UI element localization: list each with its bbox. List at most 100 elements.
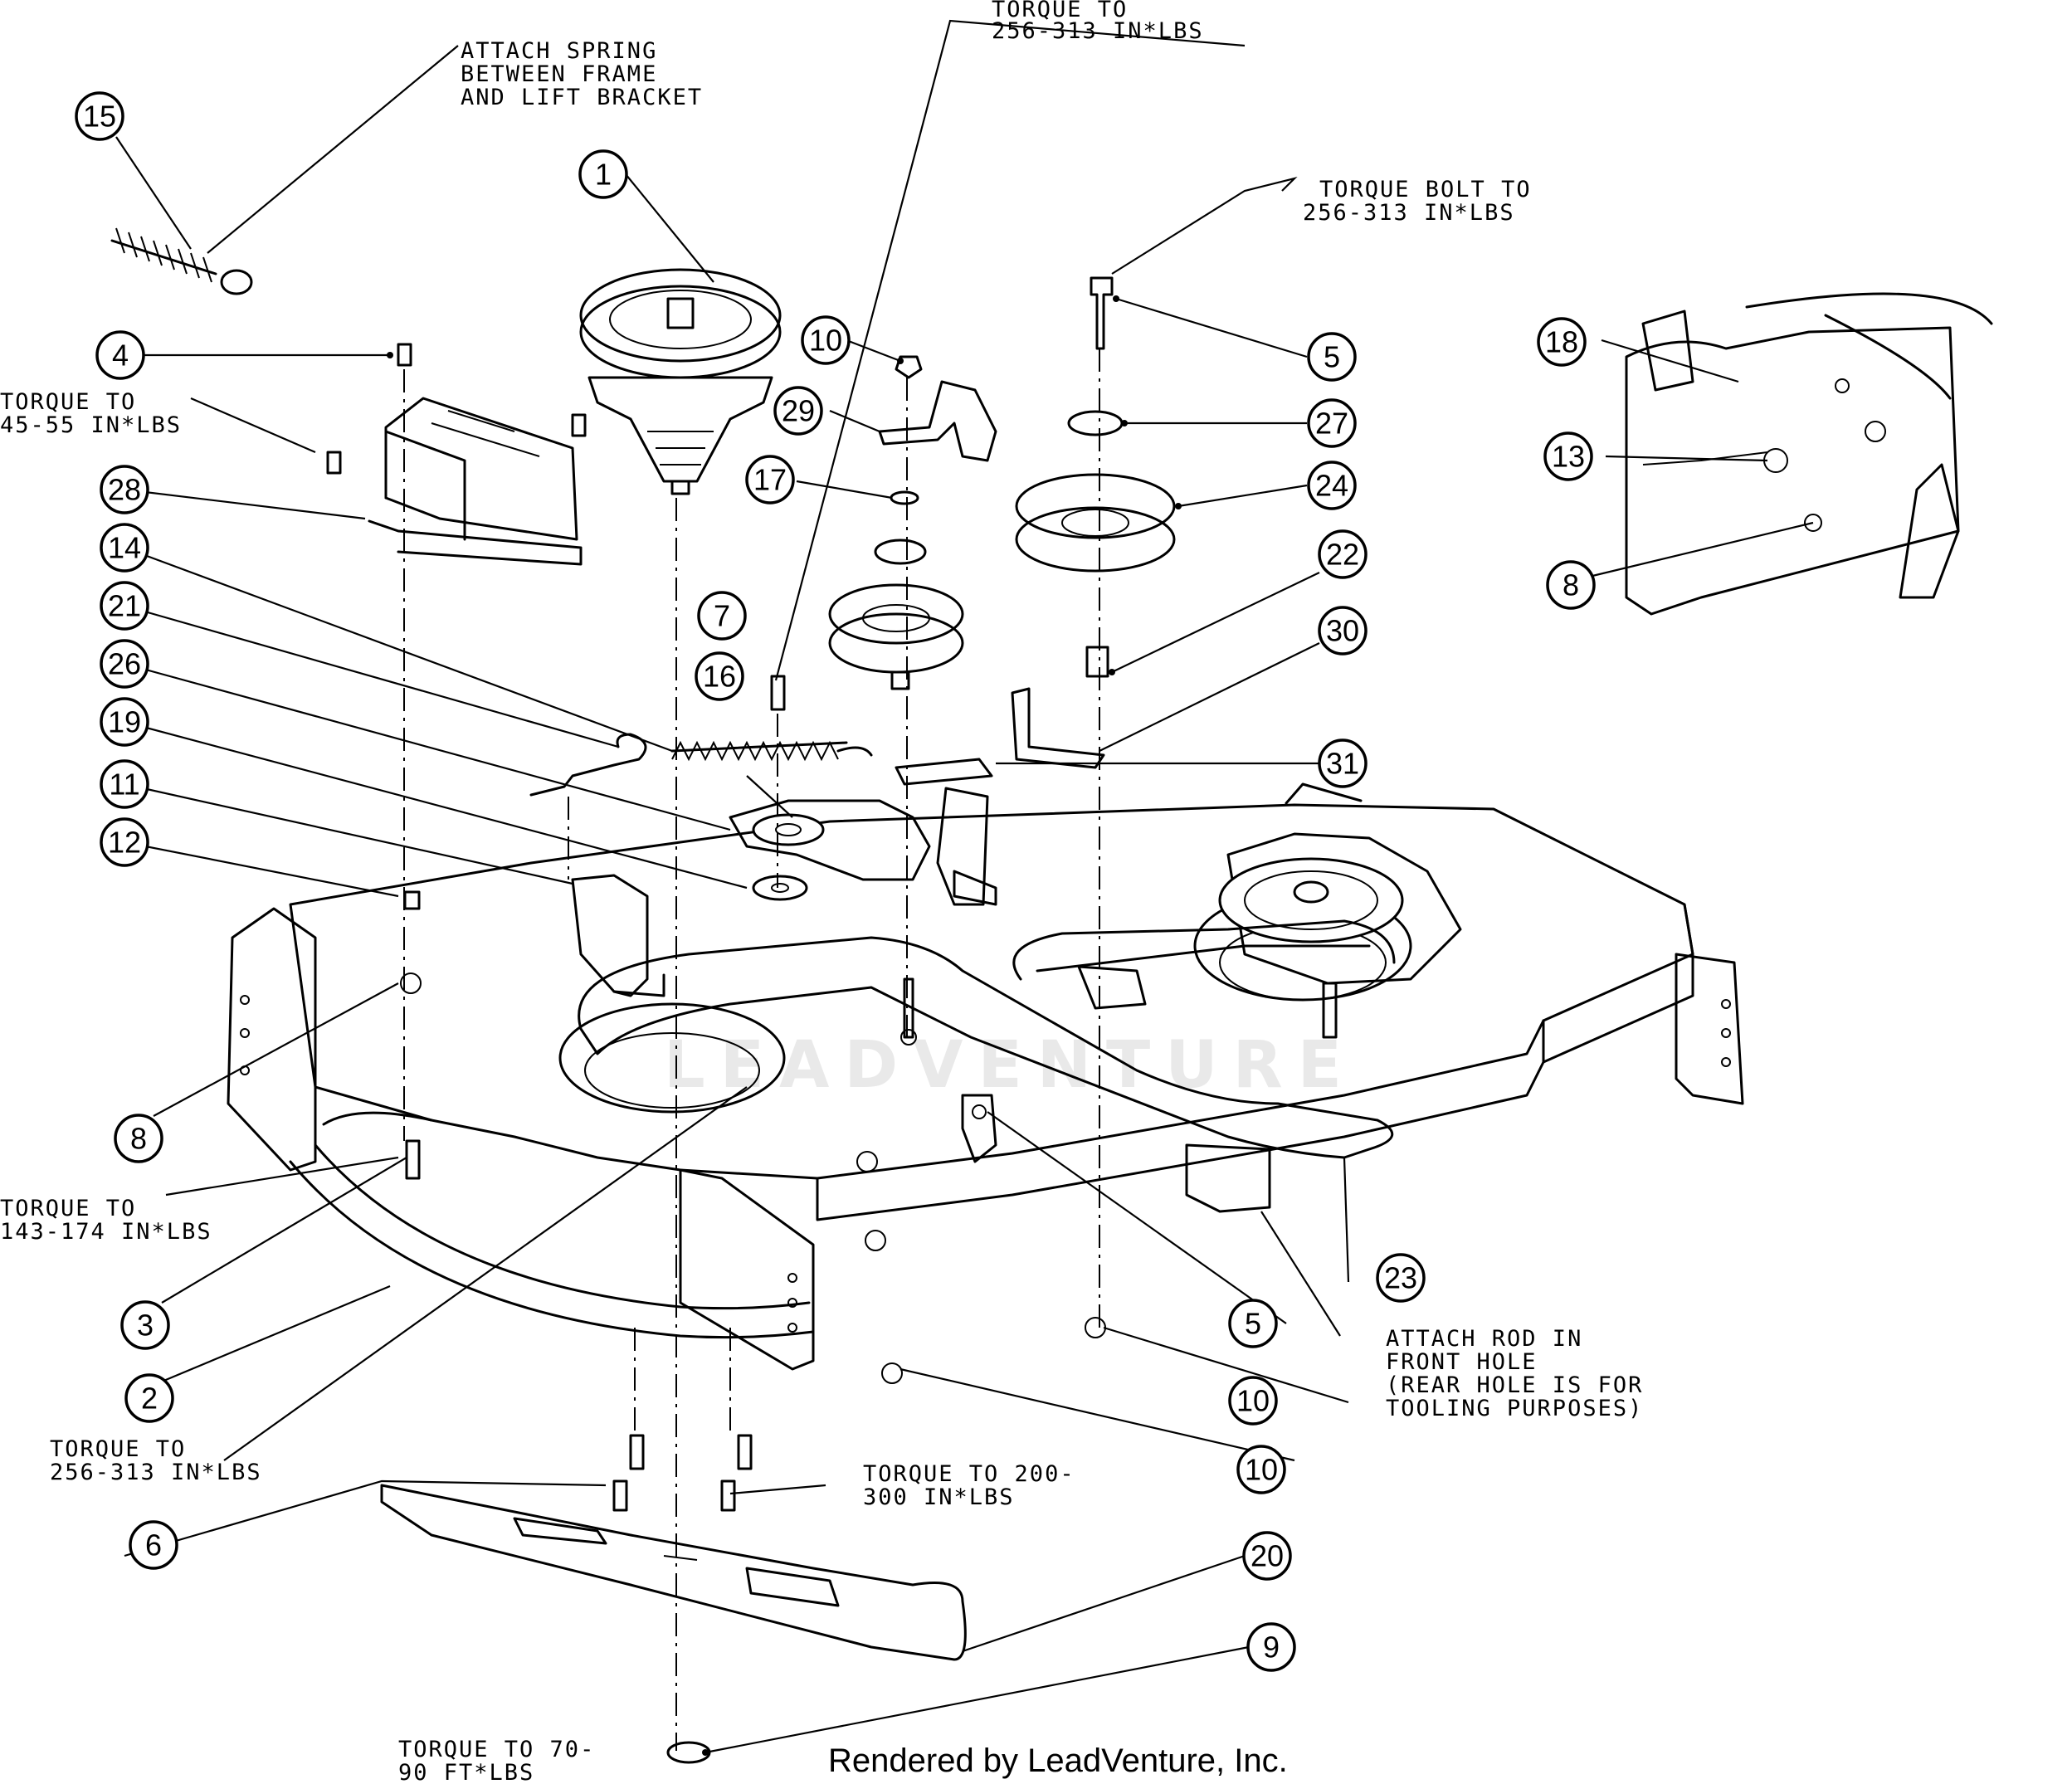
callout-16: 16 bbox=[695, 651, 744, 701]
svg-text:28: 28 bbox=[108, 473, 141, 507]
callout-7: 7 bbox=[697, 591, 747, 641]
bolt-6b bbox=[612, 1479, 628, 1512]
svg-text:12: 12 bbox=[108, 826, 141, 860]
svg-text:10: 10 bbox=[1245, 1453, 1278, 1487]
nut-8 bbox=[400, 972, 422, 994]
svg-text:19: 19 bbox=[108, 705, 141, 739]
svg-text:22: 22 bbox=[1326, 538, 1359, 572]
note-torque-200-1: TORQUE TO 200- bbox=[863, 1461, 1075, 1487]
svg-text:15: 15 bbox=[83, 100, 116, 134]
callout-1: 1 bbox=[578, 149, 628, 199]
note-torque-200-2: 300 IN*LBS bbox=[863, 1484, 1015, 1510]
inset-detail bbox=[1625, 292, 1993, 616]
note-torque-256-2: 256-313 IN*LBS bbox=[50, 1460, 262, 1485]
note-torque-top-1: TORQUE TO bbox=[992, 0, 1128, 22]
note-spring-2: BETWEEN FRAME bbox=[461, 61, 657, 87]
note-attach-rod-3: (REAR HOLE IS FOR bbox=[1386, 1372, 1643, 1398]
leader-lines bbox=[115, 19, 1814, 1754]
svg-text:21: 21 bbox=[108, 589, 141, 623]
note-attach-rod-1: ATTACH ROD IN bbox=[1386, 1326, 1582, 1352]
callout-23: 23 bbox=[1376, 1253, 1426, 1303]
callout-5-top: 5 bbox=[1307, 332, 1357, 382]
callouts: 15 1 4 28 14 21 26 19 11 12 8 3 2 6 10 2… bbox=[75, 91, 1596, 1672]
callout-4: 4 bbox=[95, 330, 145, 380]
note-attach-rod-4: TOOLING PURPOSES) bbox=[1386, 1396, 1643, 1421]
callout-8-left: 8 bbox=[114, 1114, 163, 1163]
svg-text:24: 24 bbox=[1315, 469, 1348, 503]
callout-10-bottom: 10 bbox=[1236, 1445, 1286, 1494]
svg-text:1: 1 bbox=[595, 158, 612, 192]
callout-17: 17 bbox=[745, 455, 795, 504]
callout-6: 6 bbox=[129, 1520, 178, 1570]
callout-26: 26 bbox=[100, 639, 149, 689]
screw-4 bbox=[397, 343, 412, 367]
note-attach-rod-2: FRONT HOLE bbox=[1386, 1349, 1538, 1375]
callout-5-bottom: 5 bbox=[1228, 1299, 1278, 1348]
svg-text:20: 20 bbox=[1251, 1539, 1284, 1573]
callout-29: 29 bbox=[773, 386, 823, 436]
callout-8-inset: 8 bbox=[1546, 560, 1596, 610]
nut-10b bbox=[1085, 1317, 1106, 1338]
svg-text:23: 23 bbox=[1384, 1261, 1417, 1295]
note-torque-bolt-2: 256-313 IN*LBS bbox=[1303, 200, 1515, 226]
note-torque-70-2: 90 FT*LBS bbox=[398, 1760, 534, 1784]
callout-20: 20 bbox=[1242, 1531, 1292, 1581]
svg-text:3: 3 bbox=[137, 1309, 154, 1343]
callout-31: 31 bbox=[1318, 738, 1368, 788]
svg-text:17: 17 bbox=[753, 463, 787, 497]
svg-text:13: 13 bbox=[1552, 440, 1585, 474]
arrowheads bbox=[387, 295, 1182, 1756]
callout-24: 24 bbox=[1307, 461, 1357, 510]
note-torque-70-1: TORQUE TO 70- bbox=[398, 1737, 595, 1762]
svg-text:5: 5 bbox=[1324, 340, 1340, 374]
callout-10-mid: 10 bbox=[1228, 1376, 1278, 1426]
svg-text:8: 8 bbox=[130, 1122, 147, 1156]
screw-4c bbox=[571, 413, 587, 437]
notes: ATTACH SPRING BETWEEN FRAME AND LIFT BRA… bbox=[0, 0, 1643, 1784]
callout-22: 22 bbox=[1318, 529, 1368, 579]
svg-text:18: 18 bbox=[1545, 325, 1578, 359]
note-spring-1: ATTACH SPRING bbox=[461, 38, 657, 64]
svg-text:16: 16 bbox=[703, 660, 736, 694]
bolt-6c bbox=[737, 1434, 753, 1470]
blade bbox=[380, 1484, 967, 1661]
bushing-12 bbox=[403, 890, 421, 910]
svg-text:6: 6 bbox=[145, 1528, 162, 1562]
svg-text:27: 27 bbox=[1315, 407, 1348, 441]
mower-deck bbox=[227, 687, 1744, 1371]
callout-9: 9 bbox=[1246, 1622, 1296, 1672]
note-torque-143-2: 143-174 IN*LBS bbox=[0, 1219, 212, 1245]
callout-12: 12 bbox=[100, 817, 149, 867]
bolt-6a bbox=[629, 1434, 645, 1470]
svg-text:30: 30 bbox=[1326, 614, 1359, 648]
note-spring-3: AND LIFT BRACKET bbox=[461, 85, 703, 110]
spindle-assembly bbox=[579, 268, 782, 495]
callout-30: 30 bbox=[1318, 606, 1368, 656]
bolt-3 bbox=[405, 1139, 421, 1180]
svg-text:5: 5 bbox=[1245, 1307, 1261, 1341]
svg-text:7: 7 bbox=[714, 599, 730, 633]
screw-4b bbox=[326, 451, 342, 475]
svg-text:31: 31 bbox=[1326, 747, 1359, 781]
note-torque-256-1: TORQUE TO bbox=[50, 1436, 186, 1462]
svg-text:2: 2 bbox=[141, 1382, 158, 1416]
note-torque-bolt-1: TORQUE BOLT TO bbox=[1319, 177, 1532, 202]
callout-10-top: 10 bbox=[801, 315, 851, 365]
note-torque-top-2: 256-313 IN*LBS bbox=[992, 18, 1204, 44]
credit-text: Rendered by LeadVenture, Inc. bbox=[828, 1743, 1288, 1779]
callout-3: 3 bbox=[120, 1300, 170, 1350]
callout-15: 15 bbox=[75, 91, 124, 141]
svg-text:10: 10 bbox=[1236, 1384, 1270, 1418]
callout-18: 18 bbox=[1537, 317, 1587, 367]
watermark: LEADVENTURE bbox=[664, 1028, 1357, 1103]
bolt-6d bbox=[720, 1479, 736, 1512]
svg-text:26: 26 bbox=[108, 647, 141, 681]
note-torque-45-2: 45-55 IN*LBS bbox=[0, 412, 182, 438]
svg-text:10: 10 bbox=[809, 324, 842, 358]
callout-13: 13 bbox=[1543, 431, 1593, 481]
note-torque-143-1: TORQUE TO bbox=[0, 1196, 136, 1221]
callout-28: 28 bbox=[100, 465, 149, 514]
svg-text:14: 14 bbox=[108, 531, 141, 565]
callout-21: 21 bbox=[100, 581, 149, 631]
